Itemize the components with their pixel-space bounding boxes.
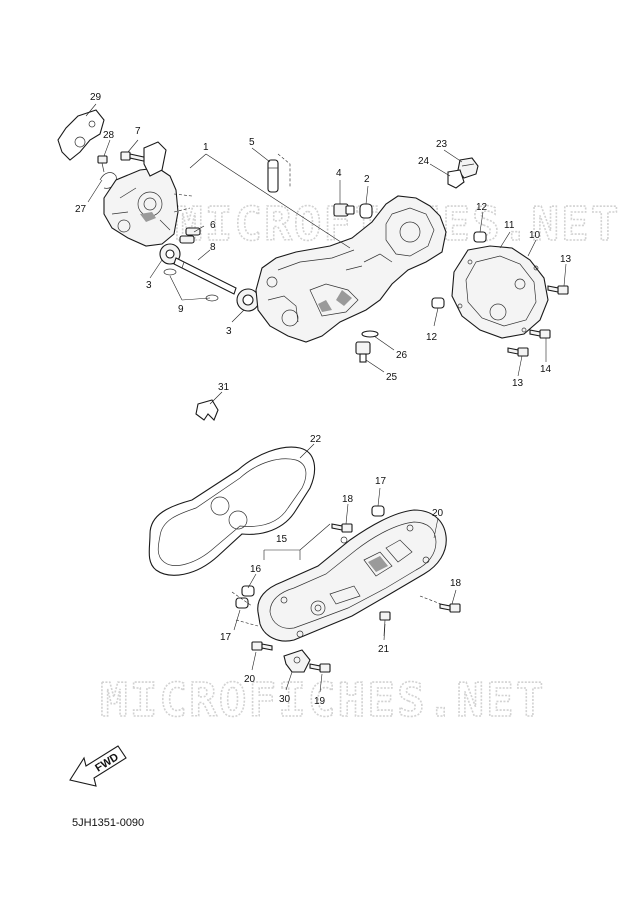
part-8-shaft [173,257,237,295]
dash-guide-1 [173,193,193,197]
part-9-orings [163,268,219,302]
callout-12-lower: 12 [426,332,438,343]
callout-18-right: 18 [450,578,462,589]
part-10-11-cover [451,245,549,339]
part-31-clip [195,399,219,421]
part-24-gasket [447,169,465,189]
part-28-bolt [97,155,108,173]
part-26-washer [361,330,379,338]
part-13-bolt-lower [507,347,529,357]
callout-12-upper: 12 [476,202,488,213]
part-6-bolt [179,227,201,244]
leader-1 [189,153,351,249]
callout-21: 21 [378,644,390,655]
callout-13-upper: 13 [560,254,572,265]
part-12-dowel-lower [431,297,445,309]
callout-2: 2 [364,174,370,185]
part-18-bolt-upper [331,523,353,533]
callout-17-lower: 17 [220,632,232,643]
part-25-plug [355,341,371,363]
part-3-bearing-right [236,288,260,312]
callout-29: 29 [90,92,102,103]
part-2-dowel [359,203,373,219]
part-18-bolt-right [439,603,461,613]
part-15-crankcase-cover [257,509,447,642]
part-3-bearing-left [159,243,181,265]
part-17-dowel-upper [371,505,385,517]
part-16-dowel [235,585,255,609]
callout-5: 5 [249,137,255,148]
part-13-bolt-upper [547,285,569,295]
dash-guide-lower-2 [235,619,259,627]
callout-10: 10 [529,230,541,241]
callout-28: 28 [103,130,115,141]
callout-labels: 29 28 7 1 5 27 4 2 23 24 12 11 10 6 8 3 … [75,92,572,707]
callout-27: 27 [75,204,87,215]
part-19-bolt [309,663,331,673]
watermark-bottom: MICROFICHES.NET [100,673,545,727]
callout-7: 7 [135,126,141,137]
callout-17-upper: 17 [375,476,387,487]
fwd-arrow: FWD [69,745,127,787]
callout-8: 8 [210,242,216,253]
part-4-fitting [333,203,355,217]
callout-9: 9 [178,304,184,315]
part-29-plate [57,109,105,161]
callout-6: 6 [210,220,216,231]
callout-14: 14 [540,364,552,375]
callout-18-upper: 18 [342,494,354,505]
callout-24: 24 [418,156,430,167]
callout-19: 19 [314,696,326,707]
callout-31: 31 [218,382,230,393]
callout-3-left: 3 [146,280,152,291]
diagram-code: 5JH1351-0090 [72,817,144,829]
part-20-bolt-left [251,641,273,651]
part-27-clip [99,172,117,189]
dash-guide-lower-1 [231,591,253,607]
part-14-bolt [529,329,551,339]
callout-16: 16 [250,564,262,575]
callout-4: 4 [336,168,342,179]
callout-13-lower: 13 [512,378,524,389]
callout-23: 23 [436,139,448,150]
callout-15: 15 [276,534,288,545]
callout-3-right: 3 [226,326,232,337]
callout-1: 1 [203,142,209,153]
part-12-dowel-upper [473,231,487,243]
left-housing [103,141,179,247]
crankcase-main [255,195,447,343]
part-30-bracket [283,649,311,673]
callout-25: 25 [386,372,398,383]
callout-20-right: 20 [432,508,444,519]
callout-20-left: 20 [244,674,256,685]
callout-11: 11 [504,220,515,231]
dash-guide-2 [173,207,191,213]
callout-22: 22 [310,434,322,445]
upper-leaders [85,103,567,405]
part-5-pin [267,153,291,193]
lower-leaders [233,443,457,693]
callout-26: 26 [396,350,408,361]
callout-30: 30 [279,694,291,705]
part-22-gasket [148,446,316,576]
